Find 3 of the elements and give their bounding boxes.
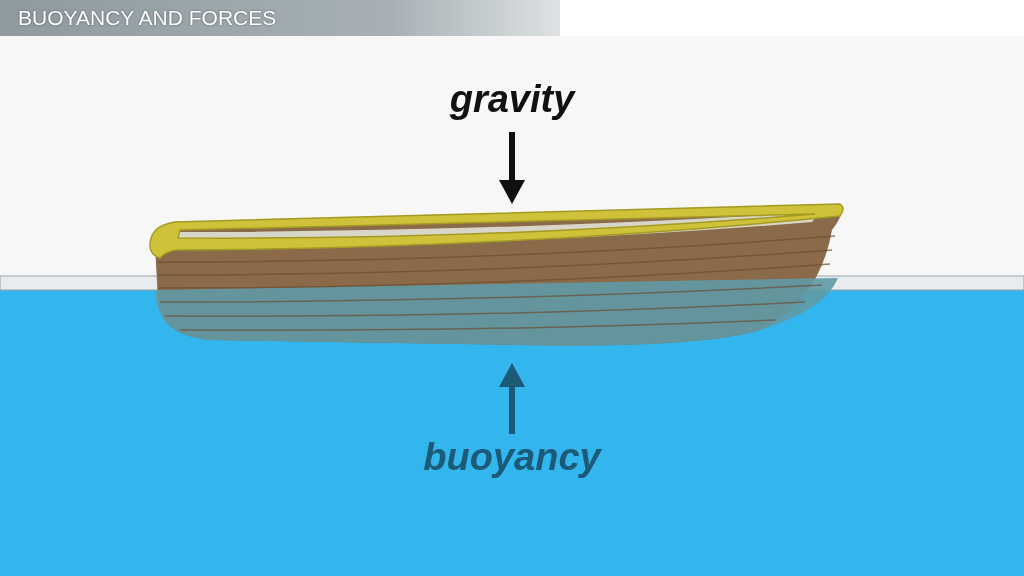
- force-label: buoyancy: [422, 436, 603, 479]
- force-label: gravity: [448, 78, 577, 121]
- title-banner: BUOYANCY AND FORCES: [0, 0, 560, 36]
